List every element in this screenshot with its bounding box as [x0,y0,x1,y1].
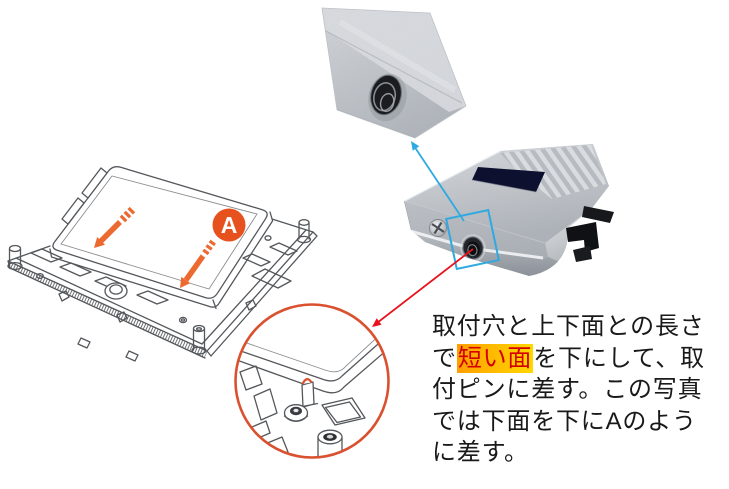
device-connector-parts [566,206,614,262]
instruction-text: で [432,344,457,372]
tray-cutouts [30,242,298,305]
instruction-text: 取付穴と上下面との長さ [432,313,705,340]
callout-tray-cutouts [239,365,366,458]
instruction-text-block: 取付穴と上下面との長さ で短い面を下にして、取 付ピンに差す。この写真 では下面… [432,311,729,469]
instruction-line-4: では下面を下にAのよう [432,406,729,438]
callout-boss [283,404,309,422]
tray-clip-tabs [58,290,257,362]
detail-link-arrow [411,141,465,222]
callout-drive-bevel [235,331,384,373]
insert-direction-arrows [94,206,216,288]
detail-photo [321,7,467,139]
insert-arrow-icon [180,239,216,288]
highlighted-term: 短い面 [456,343,534,373]
step-a-badge: A [212,208,246,242]
tray-corner-posts [7,219,312,355]
device-screw [429,219,447,237]
step-a-badge-circle [212,208,246,242]
instruction-line-1: 取付穴と上下面との長さ [432,311,729,343]
mounting-hole-highlight-box [444,208,501,271]
detail-threaded-hole [368,73,407,122]
device-mounting-hole [460,234,486,262]
callout-threaded-post [317,429,343,458]
instruction-line-3: 付ピンに差す。この写真 [432,374,729,406]
tray-line-drawing [7,218,318,362]
device-photo [404,144,614,276]
magnifier-callout [234,303,390,459]
zoom-callout-arrow [372,248,474,327]
tray-center-boss [104,282,128,300]
drive-top-face [52,166,268,299]
magnifier-circle-outline [234,303,390,459]
drive-top-bevel [60,175,258,290]
instruction-line-2: で短い面を下にして、取 [432,343,729,375]
callout-drive-edge [235,336,387,382]
drive-side-faces [49,211,274,310]
callout-drive-thickness [235,348,389,394]
drive-connector-tabs [61,167,108,225]
step-a-badge-label: A [221,212,238,238]
instruction-text: では下面を下にAのよう [432,407,697,435]
instruction-text: に差す。 [432,439,529,466]
callout-pin-mark [301,378,313,385]
insert-arrow-icon [94,206,136,248]
instruction-text: を下にして、取 [533,344,705,372]
tray-knurled-edge [7,261,208,358]
device-vent-fins [500,145,606,199]
drive-line-drawing [49,166,274,310]
instruction-text: 付ピンに差す。この写真 [432,376,703,403]
tray-holes [36,235,272,324]
instruction-line-5: に差す。 [432,437,729,469]
device-dark-slot [472,167,545,192]
